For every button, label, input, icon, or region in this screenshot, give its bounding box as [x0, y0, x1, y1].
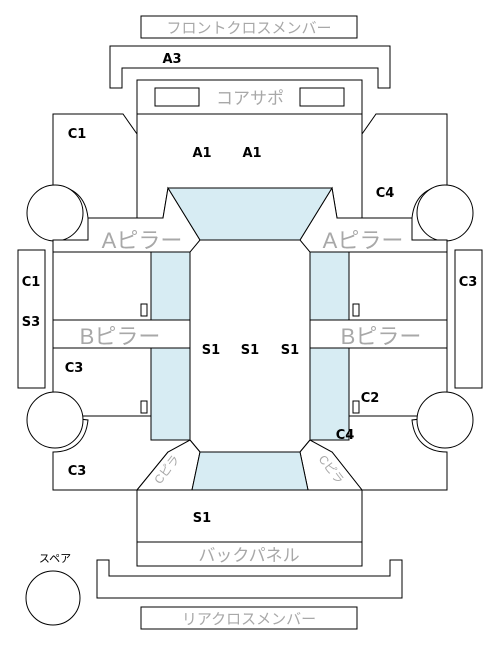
- spare-tire: [25, 570, 81, 626]
- code-s1-right: S1: [281, 343, 299, 358]
- front-right-door-handle: [352, 303, 360, 317]
- code-c1-top: C1: [68, 127, 87, 142]
- rear-cross-member-label: リアクロスメンバー: [182, 611, 316, 628]
- rear-right-door-handle: [352, 400, 360, 414]
- front-right-door: [348, 251, 448, 321]
- front-cross-bracket: [109, 45, 391, 89]
- spare-label: スペア: [39, 553, 71, 565]
- code-s1-bottom: S1: [193, 511, 211, 526]
- back-panel-label: バックパネル: [198, 546, 299, 565]
- rear-left-wheel: [26, 391, 84, 449]
- rear-cross-member-box: [140, 606, 358, 630]
- code-s1-center: S1: [241, 343, 259, 358]
- code-c3-side: C3: [459, 275, 478, 290]
- front-left-door: [52, 251, 152, 321]
- b-pillar-right: [309, 319, 448, 349]
- a-pillar-left-label: Aピラー: [102, 228, 183, 253]
- rear-right-wheel: [416, 391, 474, 449]
- core-support-label: コアサポ: [216, 89, 284, 108]
- code-a3: A3: [162, 52, 181, 67]
- rear-left-door-handle: [140, 400, 148, 414]
- b-pillar-right-label: Bピラー: [341, 324, 422, 349]
- code-s3-side: S3: [22, 315, 40, 330]
- left-side-sill: [17, 249, 46, 389]
- code-c3-mid: C3: [65, 361, 84, 376]
- a-pillar-right-label: Aピラー: [323, 228, 404, 253]
- core-support-slot-right: [299, 87, 345, 107]
- b-pillar-left-label: Bピラー: [80, 324, 161, 349]
- code-a1-left: A1: [192, 146, 211, 161]
- front-left-wheel: [26, 184, 84, 242]
- code-c4-bottom: C4: [336, 428, 355, 443]
- code-c3-bottom: C3: [68, 464, 87, 479]
- back-panel-box: [136, 541, 363, 567]
- rear-cross-bracket: [96, 559, 403, 599]
- front-cross-member-label: フロントクロスメンバー: [166, 20, 331, 37]
- trunk-lid: [136, 489, 363, 543]
- code-c2: C2: [361, 391, 380, 406]
- core-support-slot-left: [154, 87, 200, 107]
- right-side-sill: [454, 249, 483, 389]
- front-right-wheel: [416, 184, 474, 242]
- b-pillar-left: [52, 319, 191, 349]
- front-cross-member-box: [140, 15, 358, 39]
- code-c4-top: C4: [376, 186, 395, 201]
- code-c1-side: C1: [22, 275, 41, 290]
- code-s1-left: S1: [202, 343, 220, 358]
- code-a1-right: A1: [242, 146, 261, 161]
- front-left-door-handle: [140, 303, 148, 317]
- rear-glass: [191, 451, 309, 491]
